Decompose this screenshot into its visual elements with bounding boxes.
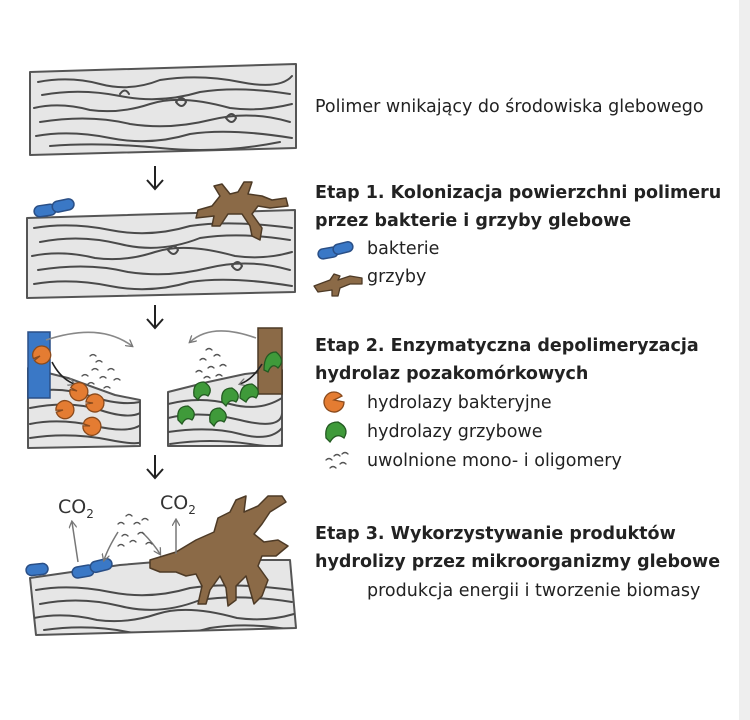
flow-arrow-2 [146,305,164,330]
stage3-subtitle: produkcja energii i tworzenie biomasy [367,581,701,601]
co2-label-left: CO2 [58,496,94,521]
flow-arrow-3 [146,455,164,480]
legend-fungi-label: grzyby [367,267,427,287]
fungal-hydrolase-legend-icon [325,421,347,444]
flow-arrow-1 [146,166,164,191]
released-oligomers-stage3 [117,513,153,547]
stage3-title-line1: Etap 3. Wykorzystywanie produktów [315,524,676,544]
stage2-title-line1: Etap 2. Enzymatyczna depolimeryzacja [315,336,699,356]
stage3-title-line2: hydrolizy przez mikroorganizmy glebowe [315,552,721,572]
fungus-stage1 [195,181,289,241]
stage1-title-line2: przez bakterie i grzyby glebowe [315,211,632,231]
polymer-block-intro [29,63,297,156]
fungal-hydrolases-stage2 [177,351,283,428]
stage2-title-line2: hydrolaz pozakomórkowych [315,364,589,384]
legend-oligomers-label: uwolnione mono- i oligomery [367,451,622,471]
enzyme-path-arrow-right [240,363,263,384]
right-edge-strip [739,0,750,720]
legend-fungal-hydrolases-label: hydrolazy grzybowe [367,422,543,442]
co2-label-right: CO2 [160,492,196,517]
polymer-block-stage3 [25,495,297,636]
co2-arrow-left [72,522,79,563]
bacterium-cell-stage2 [27,331,51,399]
bacterial-hydrolase-legend-icon [323,391,345,413]
fungi-legend-icon [313,273,363,297]
enzyme-path-arrow-left [51,361,74,384]
oligomer-legend-icon [325,451,349,469]
intro-label: Polimer wnikający do środowiska gleboweg… [315,97,704,117]
hydrolase-release-arrow-right [190,330,257,342]
released-oligomers-stage2 [81,347,227,389]
stage1-title-line1: Etap 1. Kolonizacja powierzchni polimeru [315,183,722,203]
legend-bacteria-label: bakterie [367,239,440,259]
bacterial-hydrolases-stage2 [32,345,105,436]
polymer-block-stage1 [26,181,296,299]
fungal-mycelium-stage3 [149,495,289,607]
uptake-arrow-left [104,531,119,560]
bacteria-cells-stage1 [33,198,75,218]
bacteria-legend-icon [317,241,354,260]
legend-bacterial-hydrolases-label: hydrolazy bakteryjne [367,393,552,413]
hydrolase-release-arrow-left [45,331,132,346]
